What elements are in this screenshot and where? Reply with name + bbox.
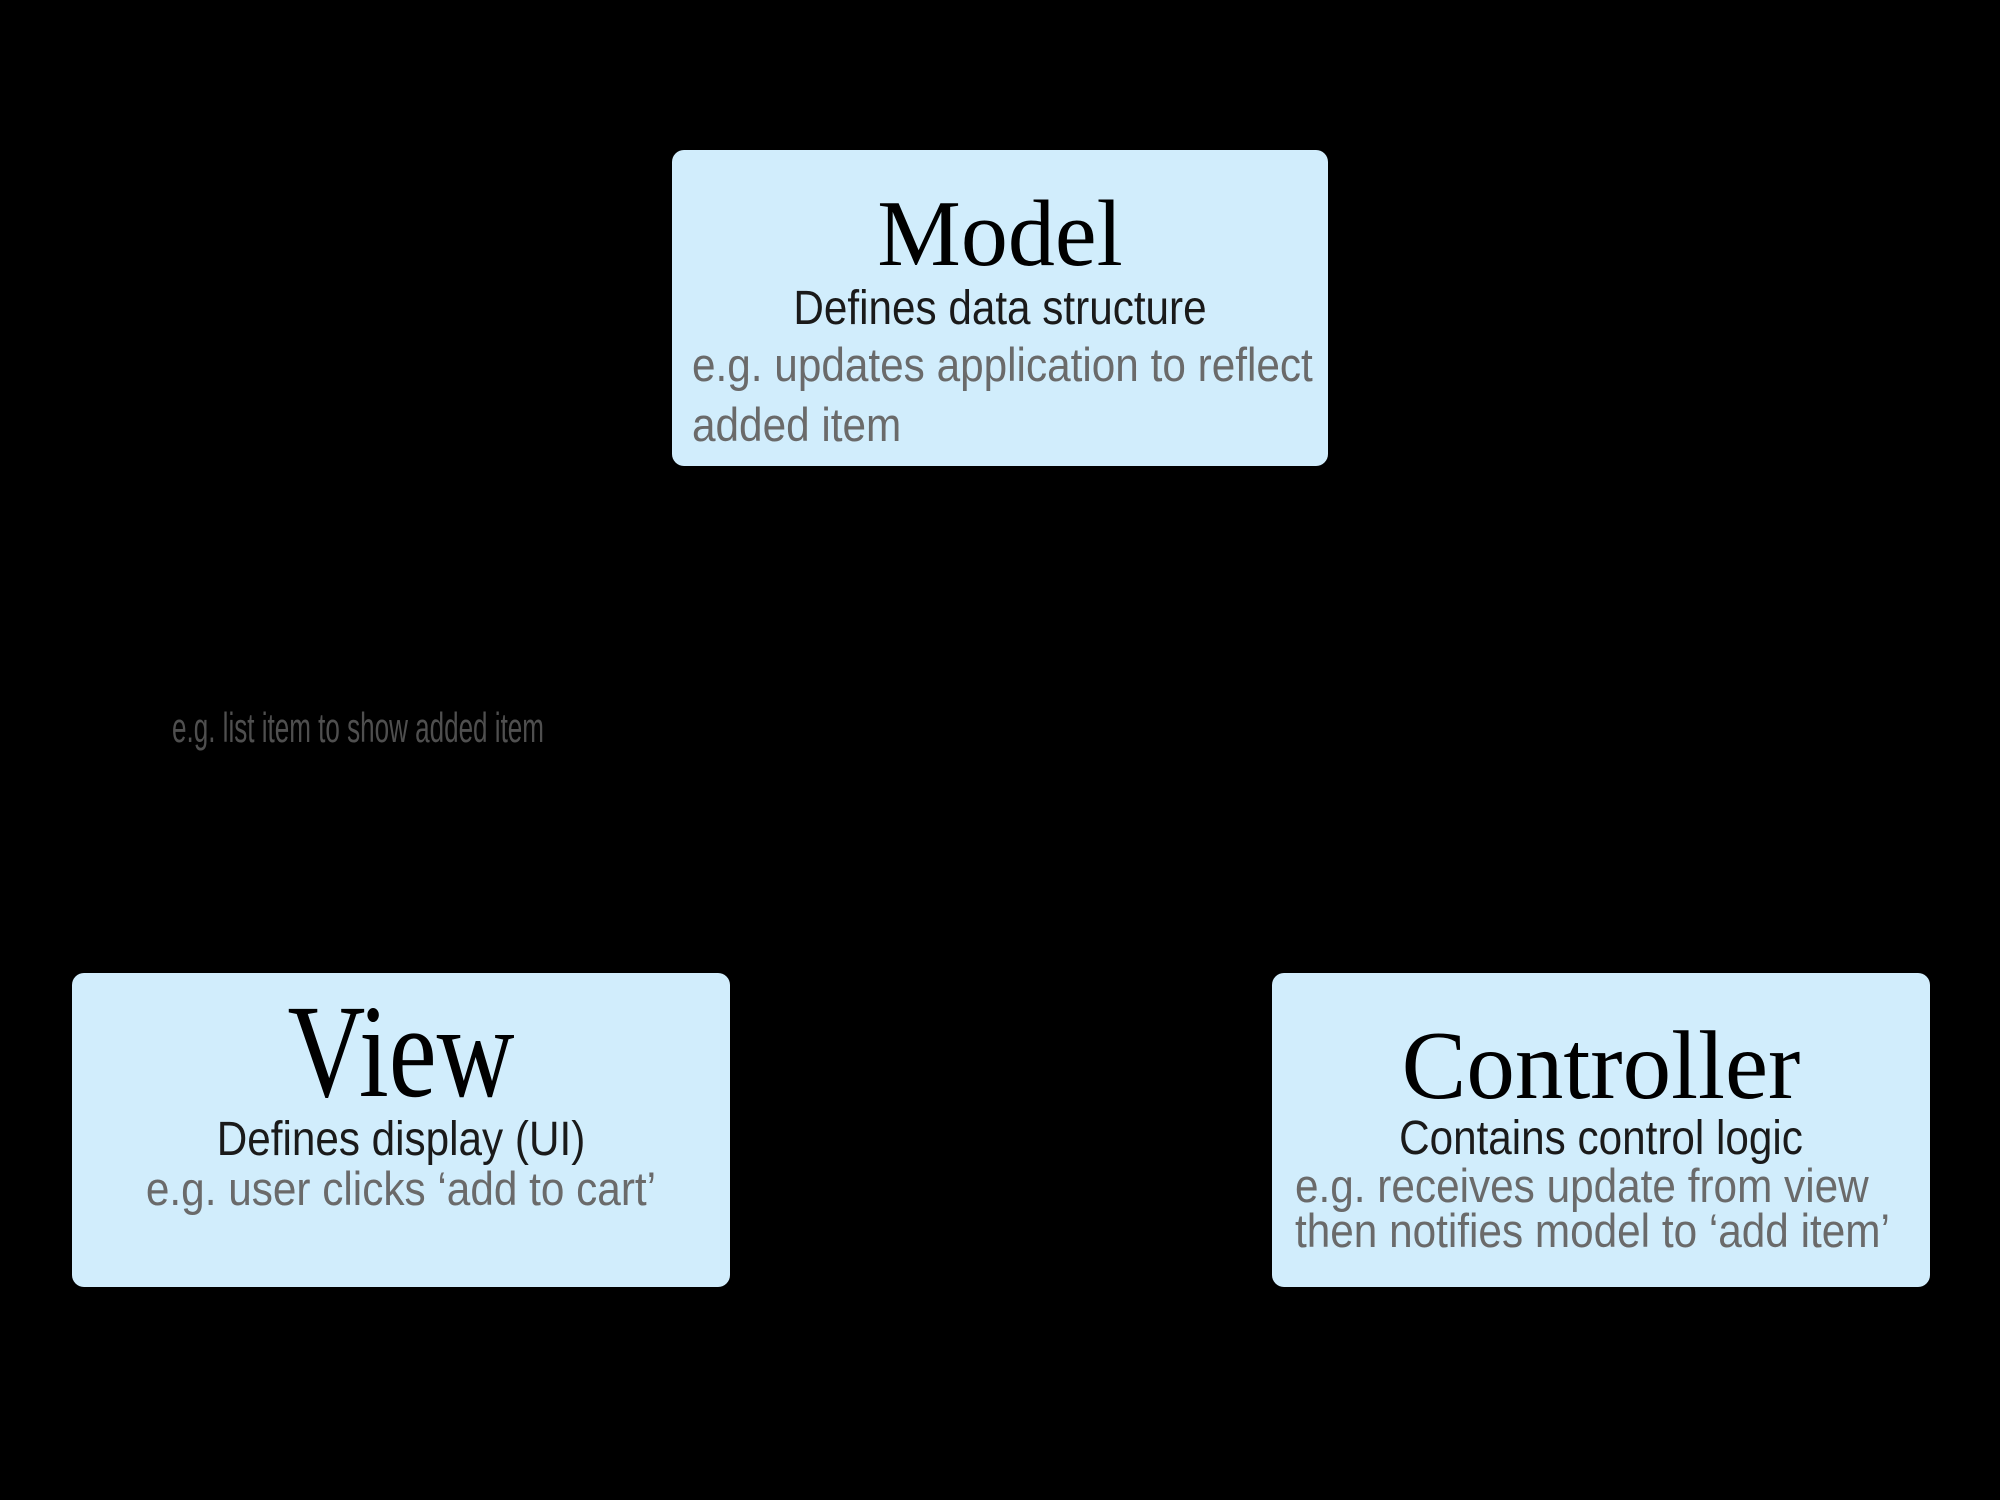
view-subtitle: Defines display (UI) — [216, 1113, 586, 1166]
model-box: Model Defines data structure e.g. update… — [672, 150, 1328, 466]
controller-box: Controller Contains control logic e.g. r… — [1272, 973, 1930, 1287]
model-title: Model — [877, 182, 1123, 286]
view-box: View Defines display (UI) e.g. user clic… — [72, 973, 730, 1287]
controller-title: Controller — [1401, 1012, 1801, 1119]
model-to-view-arrow-annotation: e.g. list item to show added item — [172, 704, 544, 751]
model-subtitle: Defines data structure — [793, 282, 1207, 335]
controller-example-line-2: then notifies model to ‘add item’ — [1295, 1204, 1890, 1257]
model-example-line-2: added item — [692, 398, 902, 451]
model-example-line-1: e.g. updates application to reflect — [692, 338, 1313, 391]
view-title: View — [287, 977, 515, 1125]
controller-example-line-1: e.g. receives update from view — [1295, 1159, 1869, 1212]
controller-subtitle: Contains control logic — [1399, 1112, 1803, 1165]
view-example-line-1: e.g. user clicks ‘add to cart’ — [145, 1162, 657, 1215]
